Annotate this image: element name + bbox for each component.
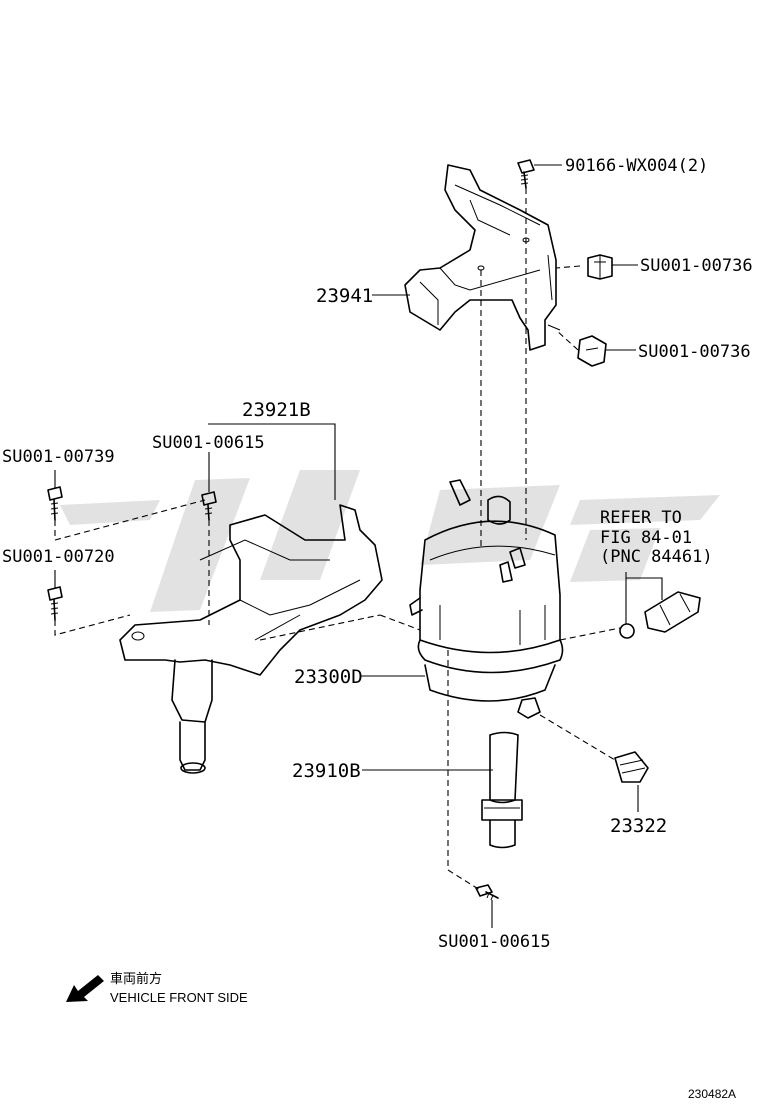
orientation-english: VEHICLE FRONT SIDE: [110, 990, 248, 1005]
label-clip-lower: SU001-00736: [638, 342, 751, 362]
front-direction-arrow-icon: [66, 975, 104, 1002]
lower-bracket-23921B: [119, 504, 383, 774]
screw-left-upper-icon: [47, 486, 63, 521]
orientation-japanese: 車両前方: [110, 971, 162, 986]
sensor-reference-icon: [619, 591, 701, 639]
upper-bracket-23941: [404, 164, 561, 351]
filter-assembly-23300D: [409, 479, 564, 719]
reference-line-1: REFER TO: [600, 508, 682, 528]
clip-lower-right-icon: [577, 335, 607, 367]
label-bracket-23941: 23941: [316, 285, 373, 307]
leader-lines: [54, 164, 663, 928]
label-screw-left-upper: SU001-00739: [2, 447, 115, 467]
label-screw-bracket: SU001-00615: [152, 433, 265, 453]
filter-element-23910B-icon: [481, 731, 523, 849]
screw-bracket-icon: [201, 491, 217, 521]
screw-bottom-icon: [475, 884, 499, 901]
label-screw-left-lower: SU001-00720: [2, 547, 115, 567]
bolt-90166-icon: [517, 159, 535, 189]
drain-plug-23322-icon: [614, 751, 649, 783]
clip-upper-right-icon: [587, 254, 613, 280]
label-clip-upper: SU001-00736: [640, 256, 753, 276]
diagram-code: 230482A: [688, 1087, 736, 1101]
alignment-lines: [54, 188, 621, 891]
label-filter-23300D: 23300D: [294, 666, 363, 688]
label-element-23910B: 23910B: [292, 760, 361, 782]
label-bolt-90166: 90166-WX004(2): [565, 156, 708, 176]
label-screw-bottom: SU001-00615: [438, 932, 551, 952]
reference-line-3: (PNC 84461): [600, 547, 713, 567]
screw-left-lower-icon: [47, 586, 63, 621]
label-bracket-23921B: 23921B: [242, 399, 311, 421]
label-plug-23322: 23322: [610, 815, 667, 837]
reference-line-2: FIG 84-01: [600, 528, 692, 548]
